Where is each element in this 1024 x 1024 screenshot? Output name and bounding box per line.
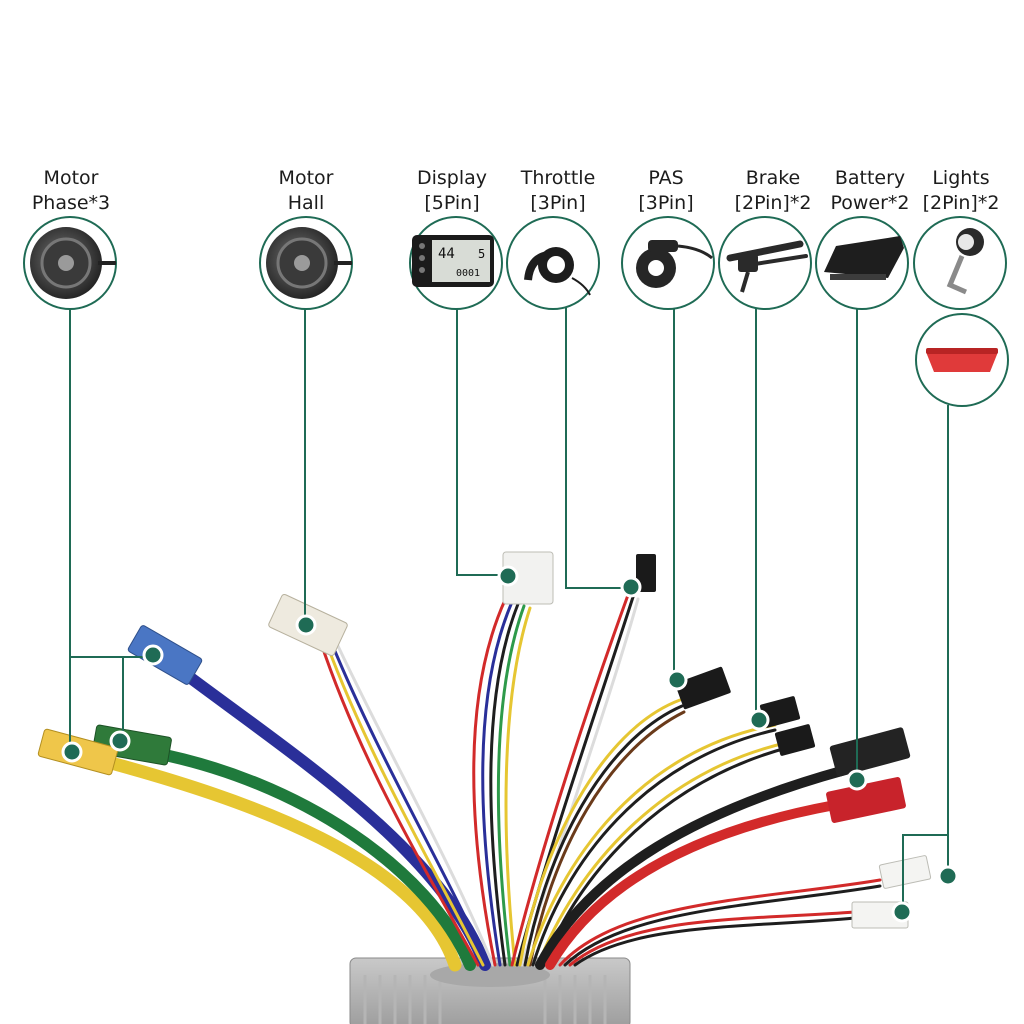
battery-pack-icon	[824, 236, 904, 280]
label-line2: [3Pin]	[638, 192, 694, 214]
wire-bundle	[93, 593, 882, 972]
dot-brake	[748, 709, 770, 731]
label-line1: Brake	[745, 167, 801, 189]
label-line2: [2Pin]*2	[922, 192, 1000, 214]
throttle-wire-red	[510, 593, 630, 967]
light-wire-black-b	[573, 916, 857, 967]
hub-motor-icon	[30, 227, 116, 299]
battery-wire-black	[535, 765, 850, 970]
dot-phase-blue	[142, 644, 164, 666]
label-motor-hall: Motor Hall	[256, 166, 356, 216]
label-line2: Hall	[287, 192, 325, 214]
phase-wire-green	[144, 746, 476, 971]
label-line1: Battery	[834, 167, 906, 189]
battery-wire-red	[545, 800, 840, 970]
battery-connector-black	[829, 727, 911, 777]
brake-connector-a	[759, 696, 801, 728]
lcd-display-icon: 44 5 0001	[412, 235, 494, 287]
label-line2: [3Pin]	[530, 192, 586, 214]
hall-wire-red	[318, 638, 480, 967]
controller-box	[349, 957, 631, 1024]
label-line2: Power*2	[830, 192, 910, 214]
brake-wire-yellow-b	[536, 740, 792, 967]
dot-light-a	[937, 865, 959, 887]
label-line1: Motor	[278, 167, 334, 189]
label-line1: Lights	[932, 167, 990, 189]
dot-pas	[666, 669, 688, 691]
display-speed: 44	[438, 246, 455, 262]
display-wire-black	[489, 602, 520, 967]
label-battery: Battery Power*2	[820, 166, 920, 216]
pas-connector	[675, 666, 731, 710]
phase-wire-yellow	[93, 753, 462, 972]
leader-lines	[69, 308, 949, 912]
connection-dots	[61, 565, 959, 923]
light-wire-red-b	[568, 910, 857, 967]
battery-connector-red	[826, 777, 906, 823]
headlight-icon	[946, 228, 984, 295]
label-line1: Display	[416, 167, 488, 189]
dot-battery	[846, 769, 868, 791]
light-wire-red-a	[558, 878, 882, 967]
display-wire-green	[496, 604, 526, 967]
brake-wire-yellow-a	[526, 723, 777, 967]
display-wire-red	[472, 598, 507, 967]
label-brake: Brake [2Pin]*2	[726, 166, 820, 216]
dot-throttle	[620, 576, 642, 598]
label-line1: Throttle	[520, 167, 596, 189]
brake-lever-icon	[726, 240, 808, 293]
light-connector-a	[878, 855, 932, 889]
pas-wire-black	[523, 704, 684, 967]
hub-motor-icon	[266, 227, 352, 299]
light-wire-black-a	[563, 884, 882, 967]
dot-display	[497, 565, 519, 587]
brake-wire-black-a	[531, 728, 777, 967]
label-line1: Motor	[43, 167, 99, 189]
phase-connector-blue	[127, 625, 203, 685]
thumb-throttle-icon	[524, 247, 591, 296]
label-line2: [2Pin]*2	[734, 192, 812, 214]
label-display: Display [5Pin]	[406, 166, 498, 216]
tail-light-icon	[926, 348, 998, 372]
hall-wire-blue	[330, 642, 490, 967]
pas-wire-brown	[528, 710, 686, 967]
pas-sensor-icon	[636, 240, 713, 288]
dot-hall	[295, 614, 317, 636]
hall-wire-yellow	[324, 640, 485, 967]
display-odometer: 0001	[456, 268, 480, 279]
throttle-connector	[636, 554, 656, 592]
label-motor-phase: Motor Phase*3	[20, 166, 122, 216]
label-line2: Phase*3	[31, 192, 111, 214]
display-level: 5	[478, 247, 485, 261]
pas-wire-yellow	[518, 698, 682, 967]
phase-wire-blue	[174, 664, 491, 971]
label-lights: Lights [2Pin]*2	[918, 166, 1004, 216]
brake-connector-b	[774, 724, 816, 756]
hall-wire-white	[336, 644, 495, 967]
label-pas: PAS [3Pin]	[626, 166, 706, 216]
display-wire-blue	[481, 600, 514, 967]
display-wire-yellow	[504, 606, 532, 967]
label-throttle: Throttle [3Pin]	[508, 166, 608, 216]
dot-light-b	[891, 901, 913, 923]
label-line2: [5Pin]	[424, 192, 480, 214]
dot-phase-green	[109, 730, 131, 752]
dot-phase-yellow	[61, 741, 83, 763]
label-line1: PAS	[648, 167, 684, 189]
